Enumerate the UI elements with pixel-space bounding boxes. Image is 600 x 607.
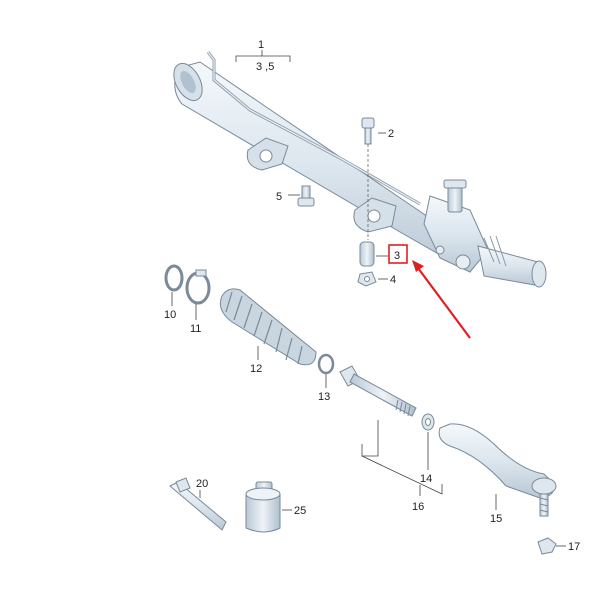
nut-part-14 [421, 413, 435, 470]
tie-rod-part-16 [339, 365, 417, 417]
valve-part-5 [288, 185, 315, 207]
callout-3: 3 [394, 250, 400, 262]
callout-11: 11 [190, 323, 201, 335]
clamp-part-11 [185, 269, 211, 320]
steering-rack-housing [173, 51, 547, 288]
bracket-part-1 [235, 50, 291, 62]
callout-1: 1 [258, 39, 264, 51]
tie-rod-end-part-15 [438, 423, 557, 517]
tube-part-20 [169, 477, 227, 531]
callout-5: 5 [276, 191, 282, 203]
bracket-part-16 [361, 420, 443, 496]
bellows-boot-part-12 [219, 288, 317, 366]
callout-10: 10 [164, 309, 176, 321]
callout-2: 2 [388, 128, 394, 140]
highlight-box [388, 244, 408, 264]
callout-25: 25 [294, 505, 306, 517]
nut-part-17 [537, 537, 566, 555]
bolt-part-2 [361, 117, 386, 145]
callout-14: 14 [420, 473, 432, 485]
red-arrow [412, 260, 471, 339]
ring-part-10 [164, 264, 184, 306]
canister-part-25 [245, 481, 292, 533]
callout-12: 12 [250, 363, 262, 375]
bushing-part-3 [359, 241, 388, 267]
callout-17: 17 [568, 541, 580, 553]
callout-15: 15 [490, 513, 502, 525]
callout-16: 16 [412, 501, 424, 513]
callout-20: 20 [196, 478, 208, 490]
callout-13: 13 [318, 391, 330, 403]
callout-1-subparts: 3 ,5 [256, 61, 274, 73]
nut-part-4 [357, 271, 388, 287]
clamp-part-13 [317, 353, 335, 388]
callout-4: 4 [390, 274, 396, 286]
